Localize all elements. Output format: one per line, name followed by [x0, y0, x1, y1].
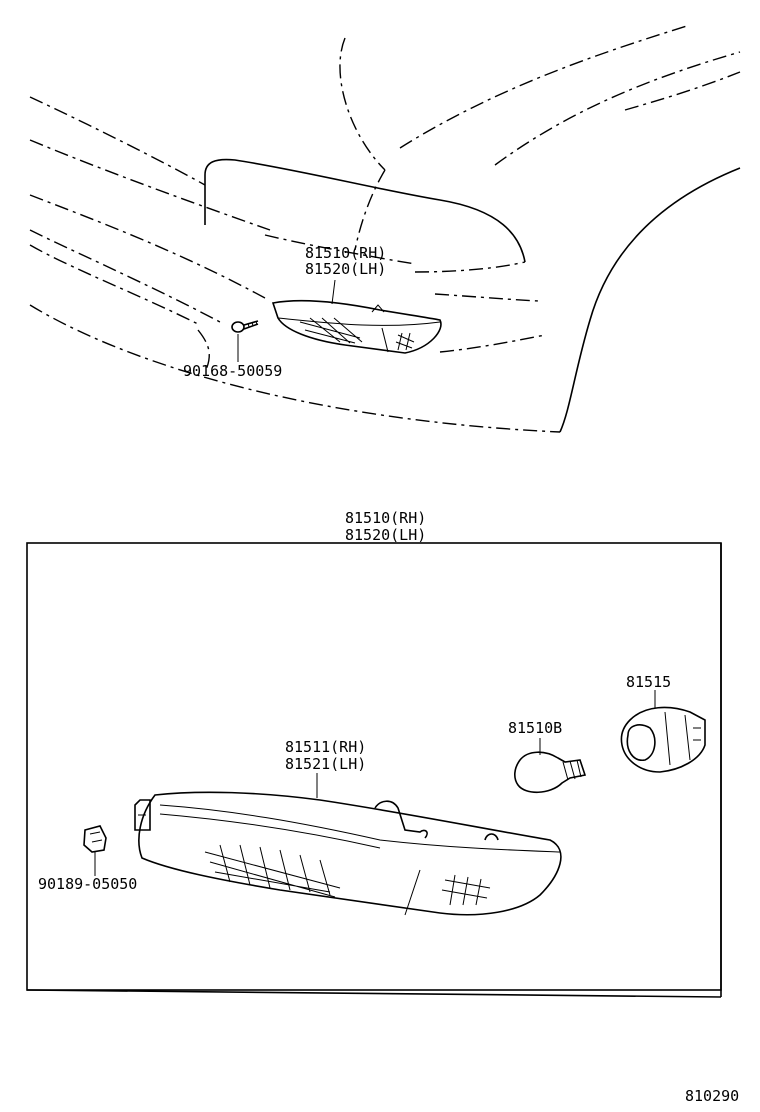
label-top-lamp-lh: 81520(LH): [305, 260, 386, 278]
lamp-lens-unit: [134, 791, 562, 916]
leader-top-lamp: [331, 279, 336, 305]
figure-number: 810290: [685, 1087, 739, 1105]
label-socket: 81515: [626, 673, 671, 691]
screw-90168-50059: [231, 320, 259, 333]
detail-frame-bottom-edge: [26, 989, 722, 998]
clip-nut-90189-05050: [83, 825, 107, 853]
turn-signal-lamp-installed: [271, 300, 442, 354]
label-detail-header-lh: 81520(LH): [345, 526, 426, 544]
label-bulb: 81510B: [508, 719, 562, 737]
car-body-outline: [29, 24, 741, 433]
label-detail-header-rh: 81510(RH): [345, 509, 426, 527]
label-nut: 90189-05050: [38, 875, 137, 893]
socket-81515: [620, 706, 706, 773]
label-top-lamp-rh: 81510(RH): [305, 244, 386, 262]
label-lens-lh: 81521(LH): [285, 755, 366, 773]
detail-frame: [26, 542, 722, 991]
label-lens-rh: 81511(RH): [285, 738, 366, 756]
bulb-81510b: [514, 751, 587, 794]
label-top-screw: 90168-50059: [183, 362, 282, 380]
